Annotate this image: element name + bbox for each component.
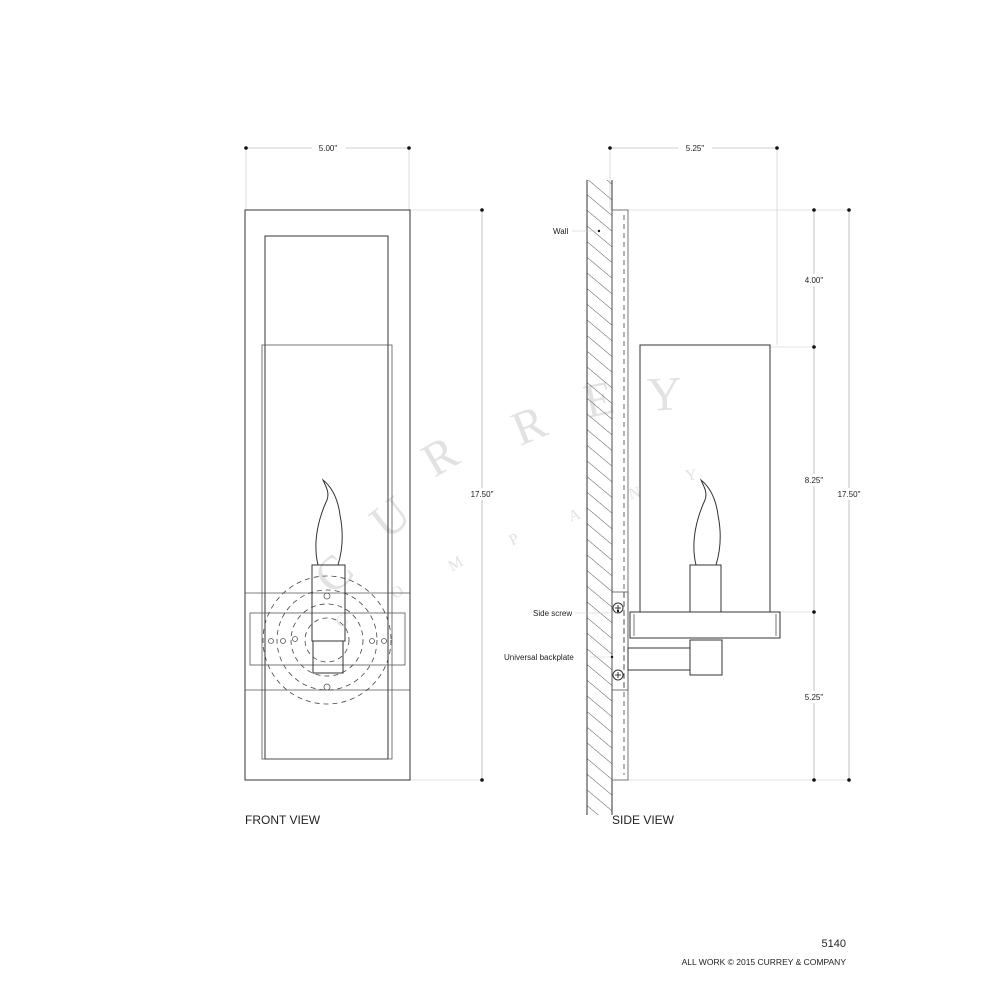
frame-inner: [264, 235, 389, 760]
watermark-letter: M: [445, 553, 466, 575]
side-view: 5.25" 4.00" 8.25" 5.25" 17.50": [504, 142, 865, 815]
front-view-label: FRONT VIEW: [245, 813, 321, 827]
watermark-letter: U: [360, 486, 420, 549]
side-flame-bulb-icon: [693, 478, 721, 566]
watermark-letter: C: [304, 544, 364, 604]
glass-panel: [261, 344, 393, 760]
watermark-letter: A: [566, 506, 583, 526]
frame-outer: [244, 209, 411, 781]
copyright-notice: ALL WORK © 2015 CURREY & COMPANY: [682, 957, 847, 967]
mounting-band: [249, 612, 406, 666]
base-plate: [629, 611, 781, 639]
front-width-dimension: 5.00": [319, 144, 338, 153]
watermark-letter: P: [506, 530, 521, 549]
item-number: 5140: [822, 938, 846, 950]
backplate-hidden-lines: [262, 575, 392, 705]
watermark-letter: Y: [646, 367, 683, 421]
socket-box: [312, 640, 344, 674]
callout-universal-backplate: Universal backplate: [504, 653, 574, 662]
arm: [627, 647, 691, 671]
watermark-curry: CURREY: [304, 367, 683, 604]
watermark-letter: Y: [684, 466, 699, 485]
front-view: 5.00" 17.50": [244, 142, 498, 782]
callout-wall: Wall: [553, 227, 568, 236]
bottom-section-dimension: 5.25": [805, 693, 824, 702]
watermark-letter: R: [413, 426, 467, 488]
watermark-letter: C: [333, 612, 352, 632]
watermark-letter: R: [504, 395, 554, 456]
wall-hatch: [587, 180, 612, 815]
front-height-dimension: 17.50": [471, 490, 494, 499]
arm-knuckle: [689, 639, 723, 676]
backplate: [611, 209, 629, 781]
watermark-letter: N: [627, 484, 643, 504]
glass-section-dimension: 8.25": [805, 476, 824, 485]
side-view-label: SIDE VIEW: [612, 813, 675, 827]
top-section-dimension: 4.00": [805, 276, 824, 285]
watermark-letter: O: [388, 582, 407, 603]
callout-side-screw: Side screw: [533, 609, 572, 618]
side-depth-dimension: 5.25": [686, 144, 705, 153]
side-height-dimension: 17.50": [838, 490, 861, 499]
screw-icon: [612, 669, 624, 681]
side-candle-sleeve: [689, 564, 722, 613]
flame-bulb-icon: [315, 478, 343, 566]
candle-sleeve: [311, 564, 346, 642]
